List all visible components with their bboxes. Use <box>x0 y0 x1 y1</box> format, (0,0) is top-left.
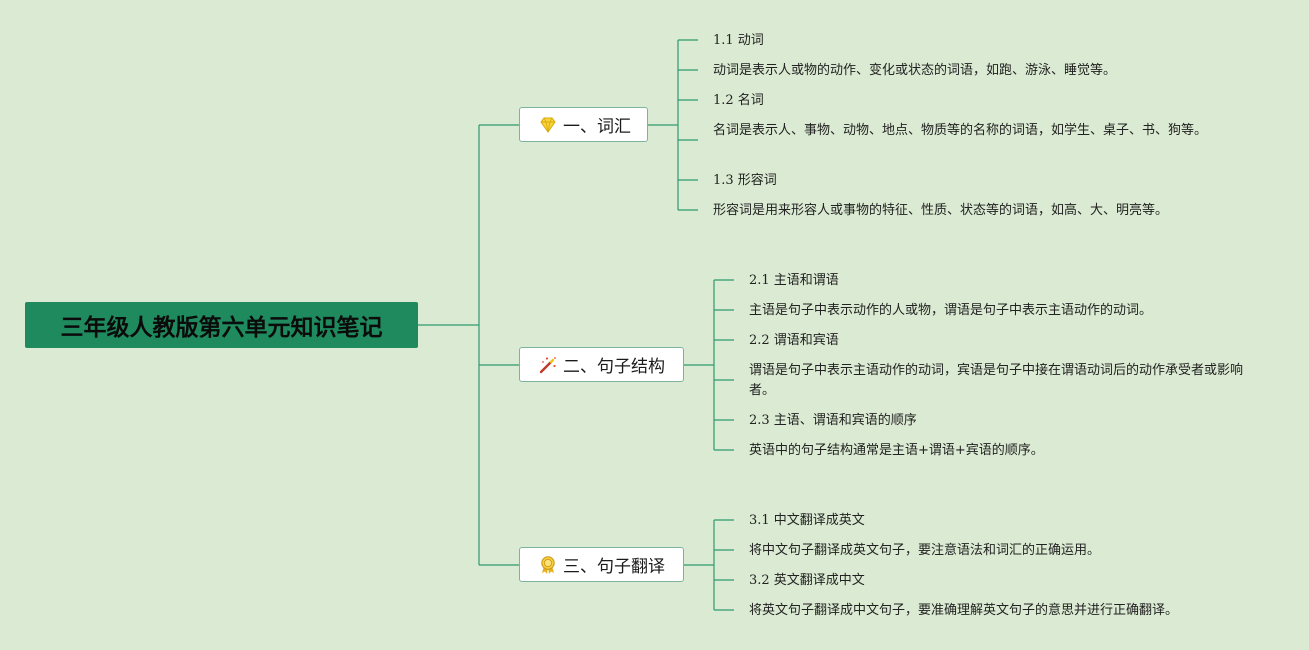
leaf-title: 1.2 名词 <box>713 93 764 108</box>
branch-label: 二、句子结构 <box>563 357 665 377</box>
branch-sentence-structure[interactable]: 二、句子结构 <box>519 347 684 382</box>
leaf-title: 1.1 动词 <box>713 33 764 48</box>
leaf-description: 主语是句子中表示动作的人或物，谓语是句子中表示主语动作的动词。 <box>749 303 1153 318</box>
branch-label: 三、句子翻译 <box>563 557 665 577</box>
diamond-icon <box>538 115 558 135</box>
branch-label: 一、词汇 <box>563 117 631 137</box>
leaf-title: 2.2 谓语和宾语 <box>749 333 839 348</box>
leaf-description: 形容词是用来形容人或事物的特征、性质、状态等的词语，如高、大、明亮等。 <box>713 203 1169 218</box>
leaf-description: 谓语是句子中表示主语动作的动词，宾语是句子中接在谓语动词后的动作承受者或影响者。 <box>749 363 1244 398</box>
leaf-description: 将英文句子翻译成中文句子，要准确理解英文句子的意思并进行正确翻译。 <box>749 603 1179 618</box>
branch-sentence-translation[interactable]: 三、句子翻译 <box>519 547 684 582</box>
leaf-description: 动词是表示人或物的动作、变化或状态的词语，如跑、游泳、睡觉等。 <box>713 63 1117 78</box>
leaf-description: 将中文句子翻译成英文句子，要注意语法和词汇的正确运用。 <box>749 543 1101 558</box>
root-topic[interactable]: 三年级人教版第六单元知识笔记 <box>25 302 418 348</box>
leaf-title: 2.3 主语、谓语和宾语的顺序 <box>749 413 917 428</box>
branch-vocabulary[interactable]: 一、词汇 <box>519 107 648 142</box>
award-medal-icon <box>538 555 558 575</box>
leaf-description: 名词是表示人、事物、动物、地点、物质等的名称的词语，如学生、桌子、书、狗等。 <box>713 123 1208 138</box>
leaf-description: 英语中的句子结构通常是主语+谓语+宾语的顺序。 <box>749 443 1044 458</box>
leaf-title: 3.1 中文翻译成英文 <box>749 513 865 528</box>
leaf-title: 3.2 英文翻译成中文 <box>749 573 865 588</box>
root-title: 三年级人教版第六单元知识笔记 <box>60 315 383 341</box>
leaf-title: 2.1 主语和谓语 <box>749 273 839 288</box>
leaf-title: 1.3 形容词 <box>713 173 777 188</box>
magic-wand-icon <box>538 355 558 375</box>
